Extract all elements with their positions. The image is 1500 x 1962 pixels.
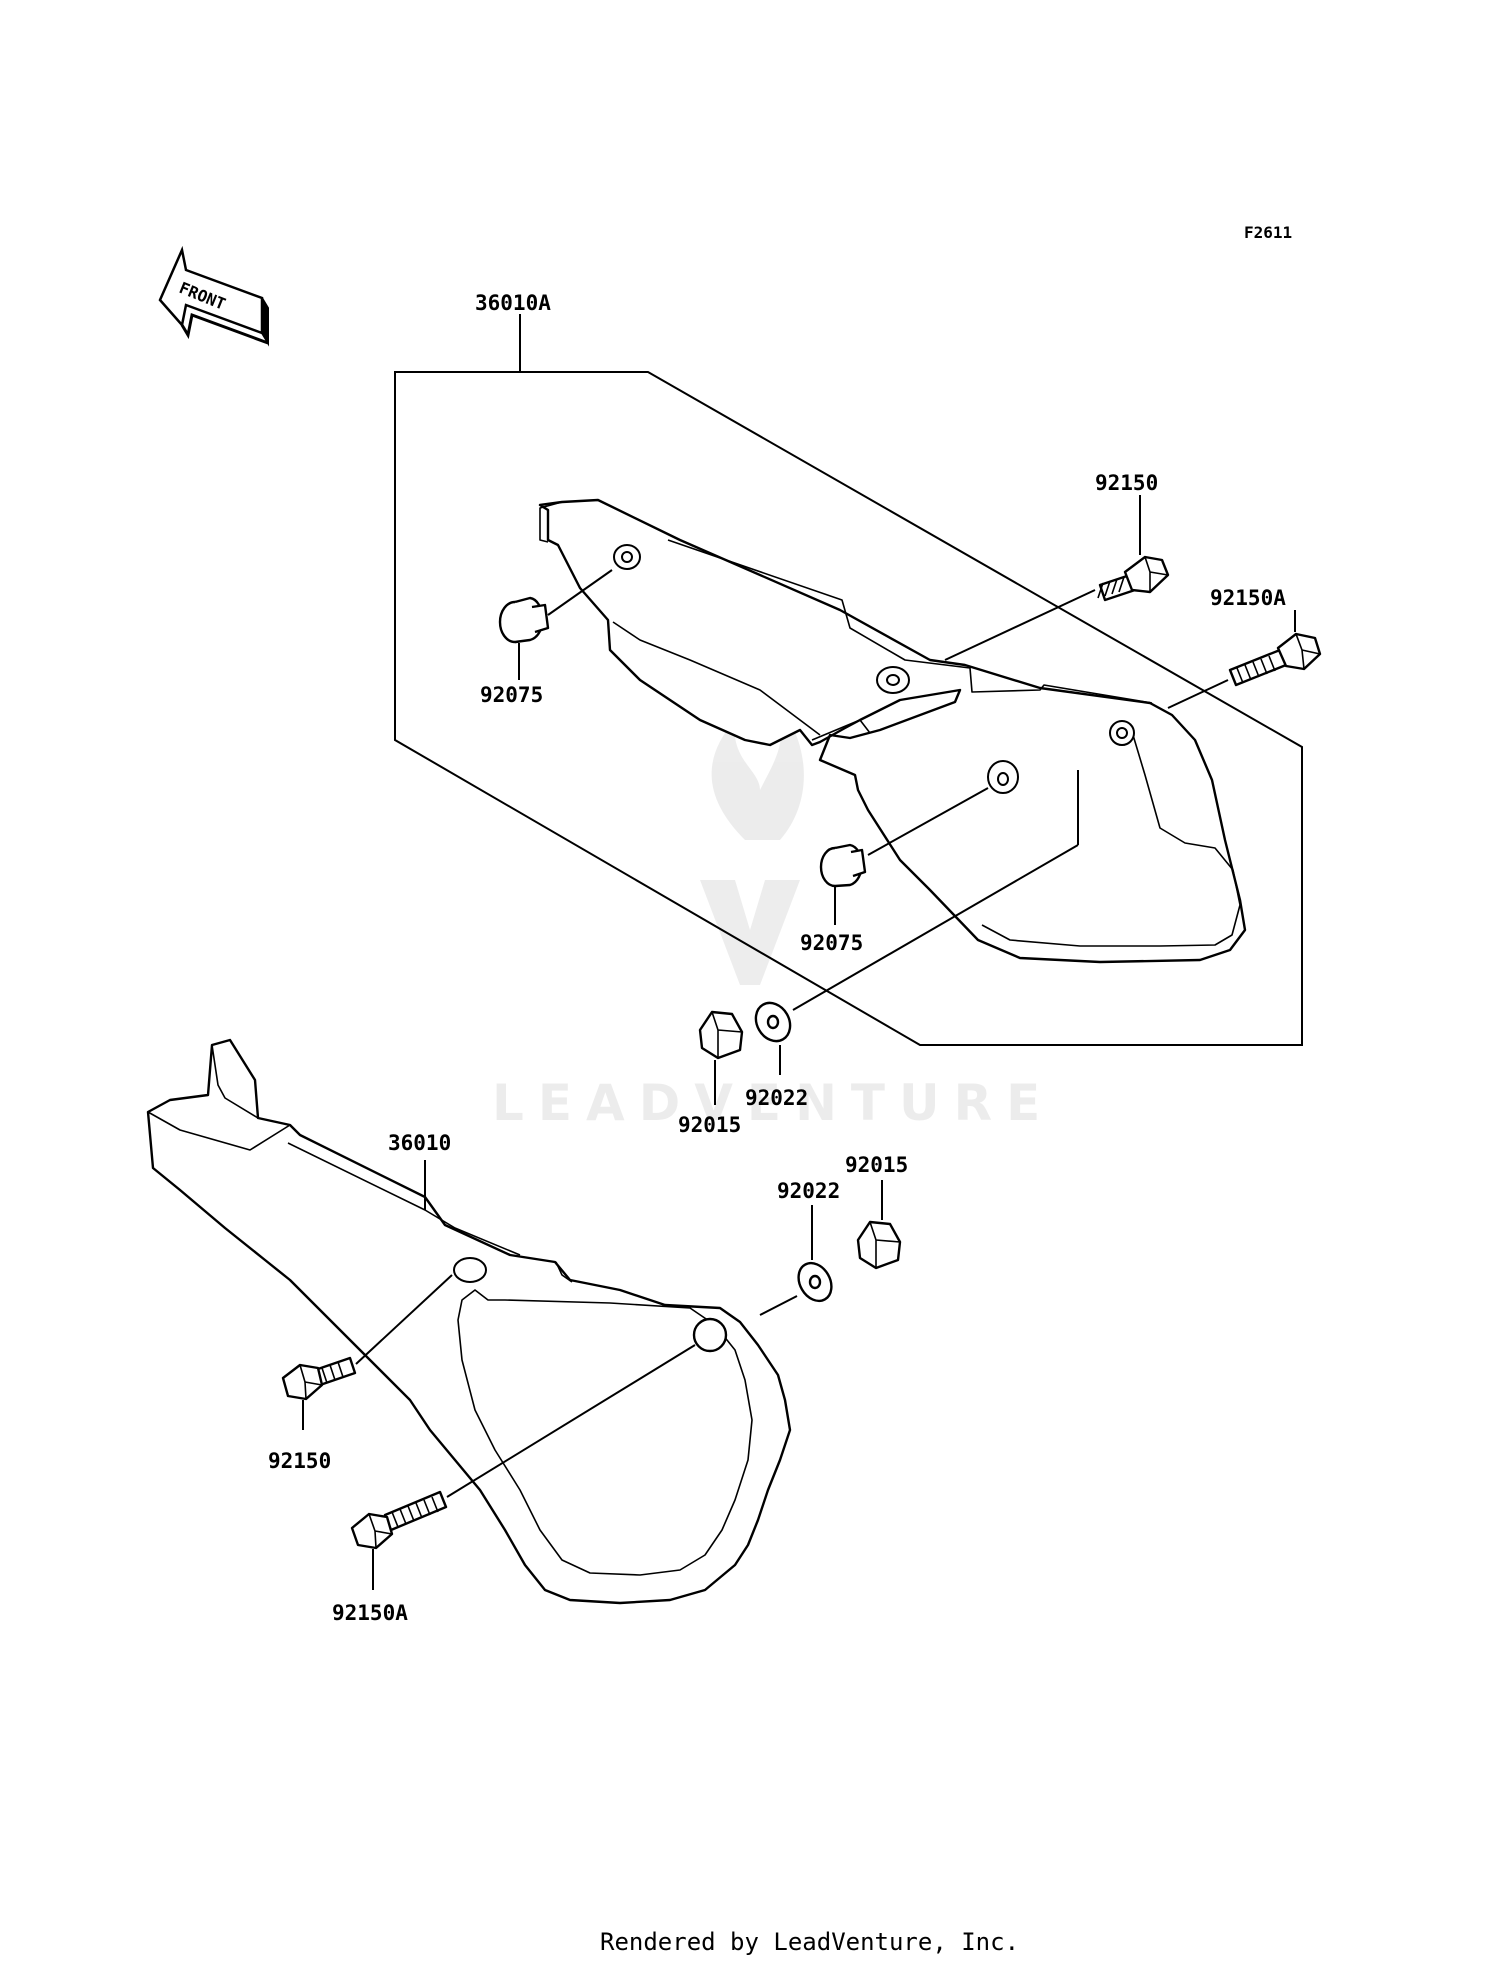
part-label-92075-mid: 92075 (800, 931, 863, 955)
part-label-92150-top: 92150 (1095, 471, 1158, 495)
part-label-92150-bottom: 92150 (268, 1449, 331, 1473)
part-label-92022-right: 92022 (777, 1179, 840, 1203)
footer-credit: Rendered by LeadVenture, Inc. (600, 1928, 1019, 1956)
washer-92022-right (797, 1261, 833, 1303)
leader-line (446, 1344, 696, 1498)
part-label-92022-mid: 92022 (745, 1086, 808, 1110)
side-cover-36010A (538, 498, 1247, 964)
leader-line (1167, 679, 1229, 709)
nut-92015-right (856, 1220, 902, 1270)
leader-line (547, 569, 613, 616)
part-label-92075-left: 92075 (480, 683, 543, 707)
bolt-92150A-top (1228, 632, 1322, 687)
leader-line (759, 1295, 798, 1316)
grommet-92075-mid (819, 843, 867, 888)
figure-code: F2611 (1244, 223, 1292, 242)
nut-92015-mid (698, 1010, 744, 1060)
side-cover-36010 (146, 1038, 792, 1605)
assembly-frame-36010A (394, 371, 1303, 1046)
bolt-92150-top (1097, 555, 1170, 602)
part-label-92015-mid: 92015 (678, 1113, 741, 1137)
part-label-92015-right: 92015 (845, 1153, 908, 1177)
bolt-92150-bottom (281, 1356, 357, 1401)
washer-92022-mid (754, 1001, 792, 1043)
part-label-36010: 36010 (388, 1131, 451, 1155)
front-arrow-icon: FRONT (158, 245, 269, 347)
leader-line (944, 589, 1096, 661)
watermark-logo (700, 700, 804, 985)
part-label-92150A-top: 92150A (1210, 586, 1286, 610)
watermark-text: LEADVENTURE (492, 1074, 1054, 1132)
leader-line (792, 844, 1079, 1011)
part-label-36010A: 36010A (475, 291, 551, 315)
grommet-92075-left (498, 596, 550, 644)
leader-line (355, 1274, 453, 1365)
part-label-92150A-bottom: 92150A (332, 1601, 408, 1625)
bolt-92150A-bottom (350, 1490, 448, 1550)
leader-line (867, 787, 989, 856)
